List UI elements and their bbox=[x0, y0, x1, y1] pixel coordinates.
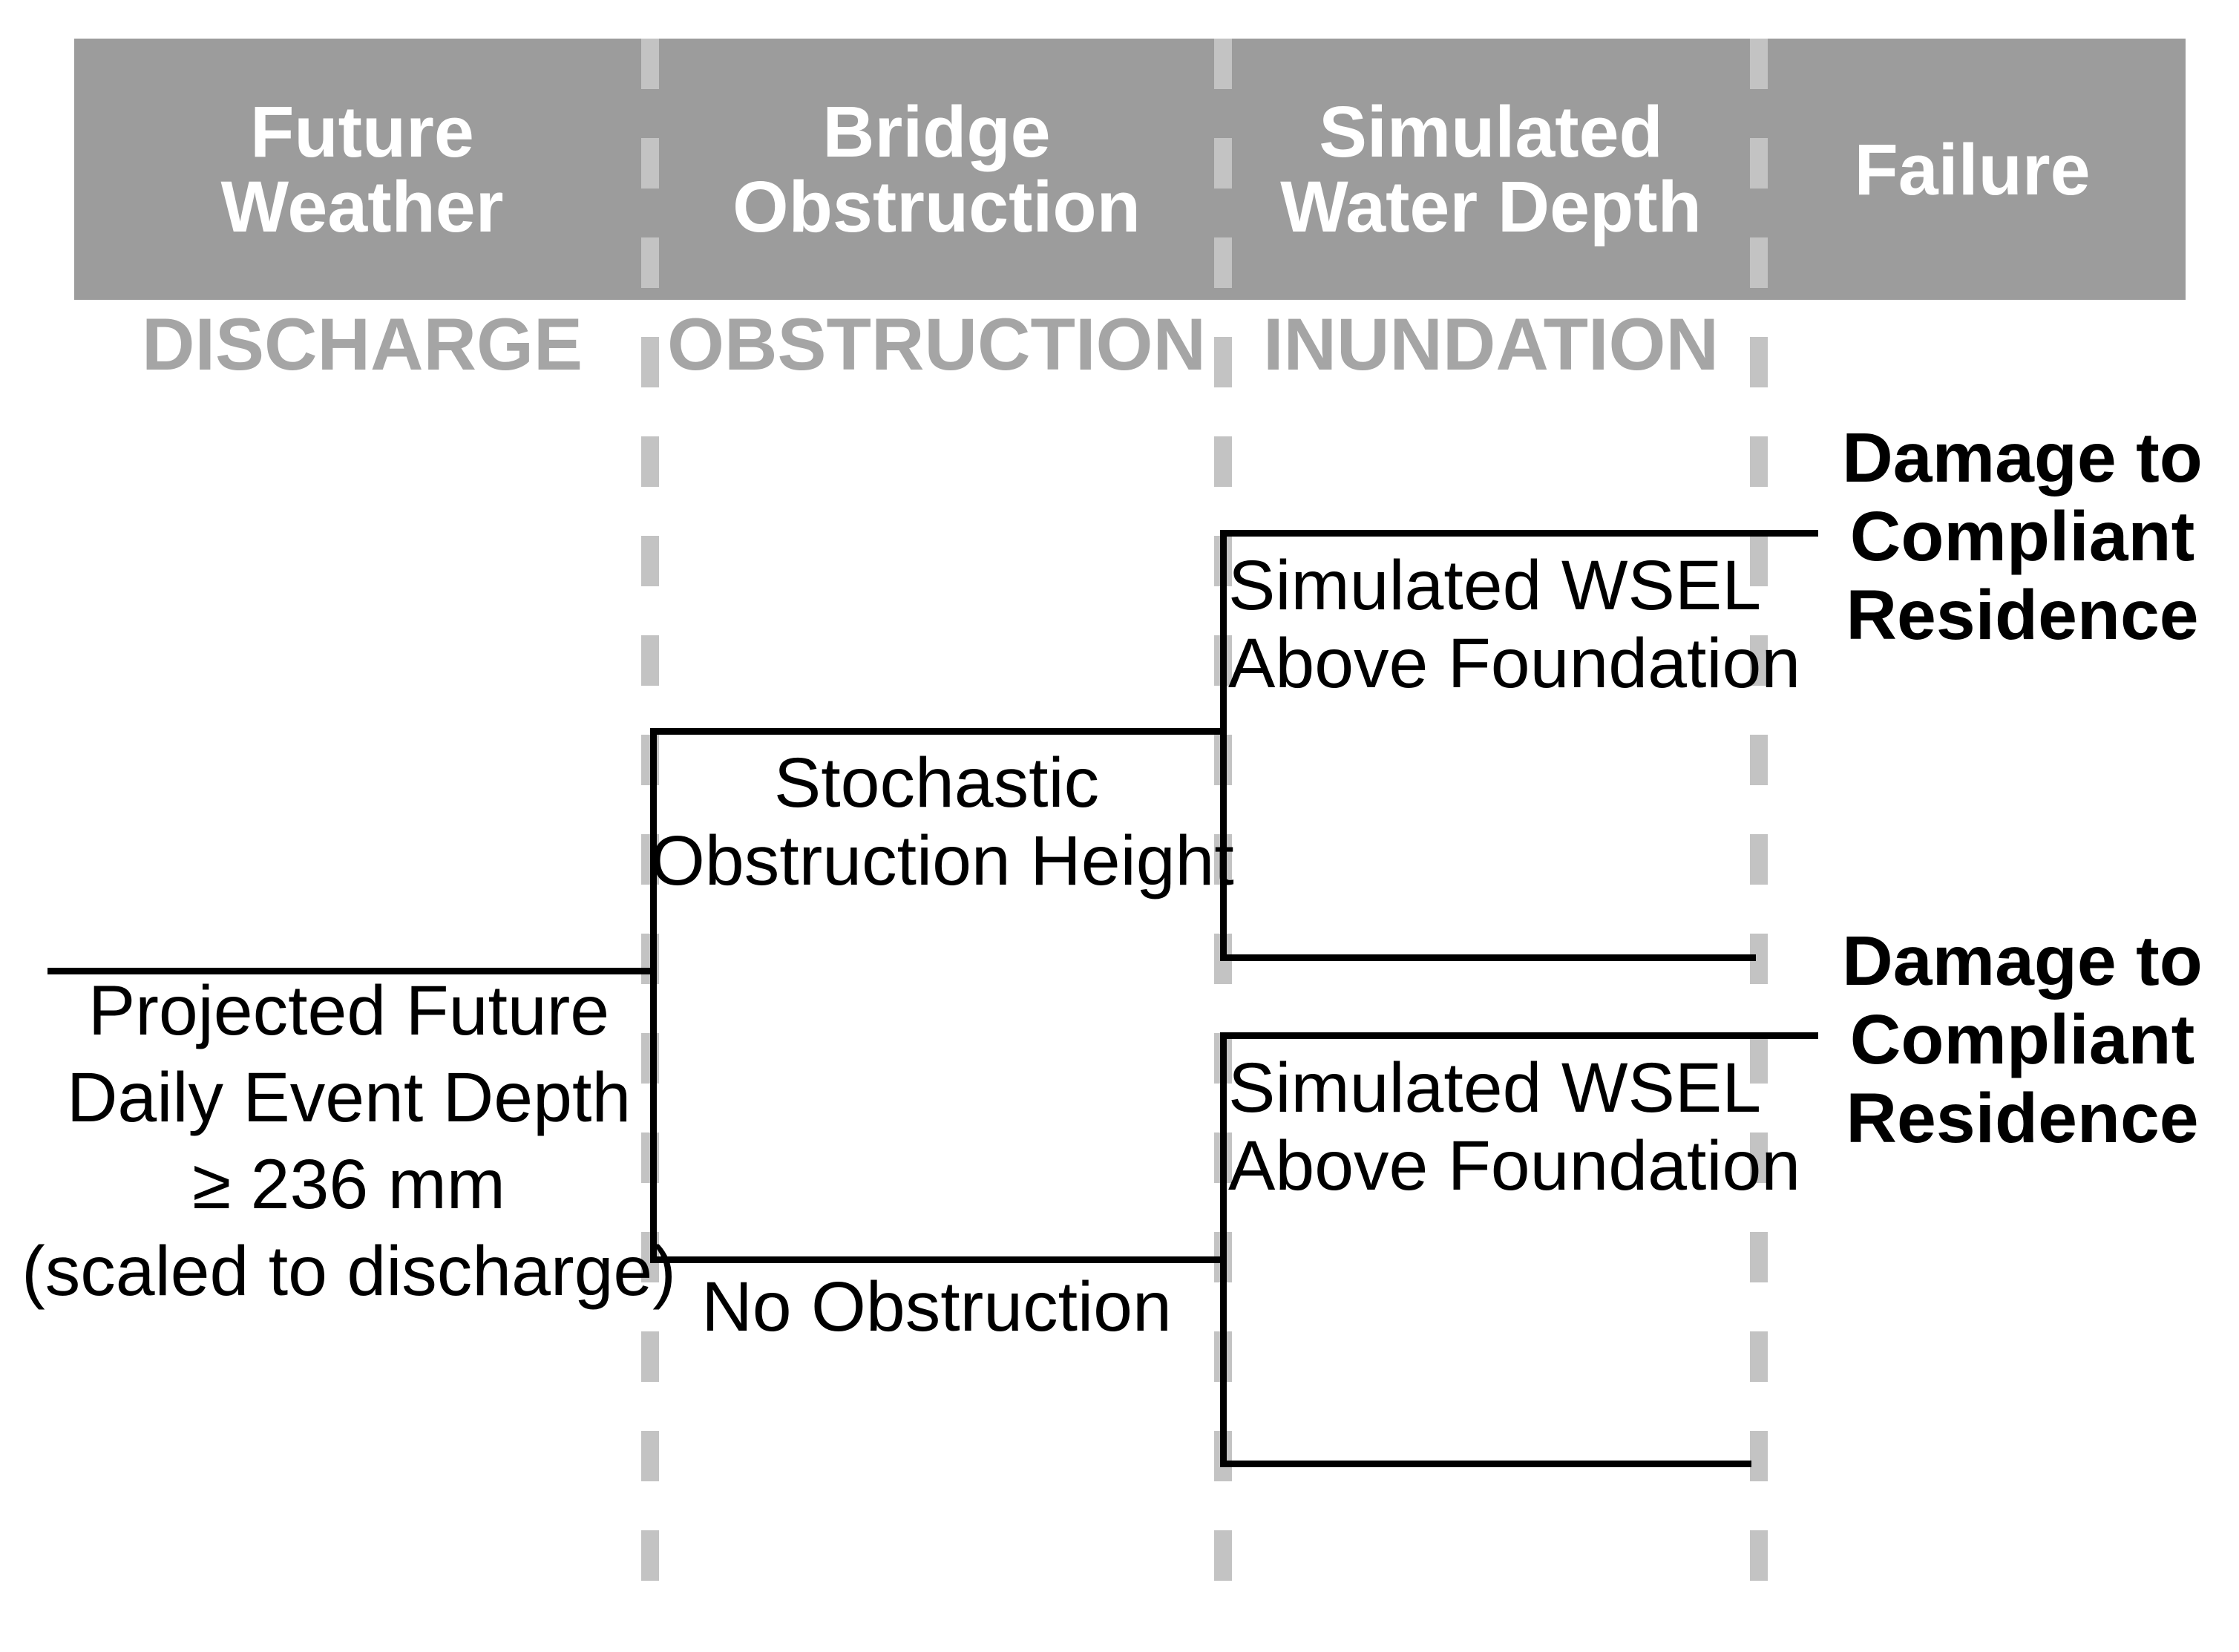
header-line: Future bbox=[250, 91, 474, 172]
tree-line-branch-wsel-above-1 bbox=[1220, 530, 1818, 537]
outcome-text-line: Residence bbox=[1846, 1079, 2199, 1158]
header-line: Simulated bbox=[1319, 91, 1663, 172]
header-simulated-water-depth: Simulated Water Depth bbox=[1223, 39, 1759, 300]
header-bridge-obstruction: Bridge Obstruction bbox=[650, 39, 1223, 300]
node-text-line: Simulated WSEL bbox=[1228, 546, 1762, 625]
node-text-line: Above Foundation bbox=[1228, 624, 1801, 703]
outcome-text-line: Compliant bbox=[1849, 1000, 2195, 1079]
header-band bbox=[74, 39, 2186, 300]
header-failure: Failure bbox=[1759, 39, 2186, 300]
column-separator-dashed-line bbox=[1750, 39, 1768, 1596]
tree-line-branch-obstruction bbox=[650, 728, 1223, 735]
header-line: Obstruction bbox=[732, 166, 1141, 247]
stage-label-inundation: INUNDATION bbox=[1262, 303, 1720, 385]
outcome-damage-compliant-residence-top: Damage to Compliant Residence bbox=[1811, 419, 2234, 655]
node-wsel-above-foundation-bottom: Simulated WSEL Above Foundation bbox=[1228, 1049, 1801, 1205]
node-text-line: Simulated WSEL bbox=[1228, 1049, 1762, 1127]
node-text-line: Obstruction Height bbox=[650, 822, 1234, 900]
tree-line-split2b-vertical bbox=[1220, 1032, 1227, 1467]
outcome-text-line: Damage to bbox=[1842, 419, 2203, 497]
node-root-event: Projected Future Daily Event Depth ≥ 236… bbox=[11, 968, 686, 1315]
node-stochastic-obstruction-height: Stochastic Obstruction Height bbox=[650, 744, 1234, 900]
node-text-line: (scaled to discharge) bbox=[22, 1232, 676, 1311]
stage-label-obstruction: OBSTRUCTION bbox=[667, 303, 1206, 385]
node-text-line: Projected Future bbox=[88, 971, 610, 1050]
outcome-text-line: Compliant bbox=[1849, 497, 2195, 576]
outcome-text-line: Residence bbox=[1846, 576, 2199, 655]
tree-line-branch-wsel-above-2 bbox=[1220, 1032, 1818, 1039]
node-wsel-above-foundation-top: Simulated WSEL Above Foundation bbox=[1228, 546, 1801, 703]
header-line: Bridge bbox=[822, 91, 1051, 172]
header-line: Failure bbox=[1854, 128, 2091, 210]
tree-line-root bbox=[47, 968, 653, 974]
node-text-line: ≥ 236 mm bbox=[192, 1145, 505, 1224]
outcome-text-line: Damage to bbox=[1842, 922, 2203, 1000]
header-future-weather: Future Weather bbox=[74, 39, 650, 300]
node-text-line: Above Foundation bbox=[1228, 1127, 1801, 1205]
tree-line-split2a-vertical bbox=[1220, 530, 1227, 961]
tree-line-branch-wsel-below-1 bbox=[1220, 954, 1756, 961]
node-text-line: Daily Event Depth bbox=[66, 1058, 632, 1137]
tree-line-branch-noobstruction bbox=[650, 1256, 1223, 1263]
tree-line-split1-vertical bbox=[650, 728, 657, 1263]
node-text-line: No Obstruction bbox=[701, 1268, 1172, 1346]
header-line: Water Depth bbox=[1280, 166, 1702, 247]
header-line: Weather bbox=[220, 166, 504, 247]
node-text-line: Stochastic bbox=[773, 744, 1100, 822]
outcome-damage-compliant-residence-bottom: Damage to Compliant Residence bbox=[1811, 922, 2234, 1158]
node-no-obstruction: No Obstruction bbox=[650, 1268, 1223, 1346]
tree-line-branch-wsel-below-2 bbox=[1220, 1461, 1751, 1467]
stage-label-discharge: DISCHARGE bbox=[141, 303, 583, 385]
